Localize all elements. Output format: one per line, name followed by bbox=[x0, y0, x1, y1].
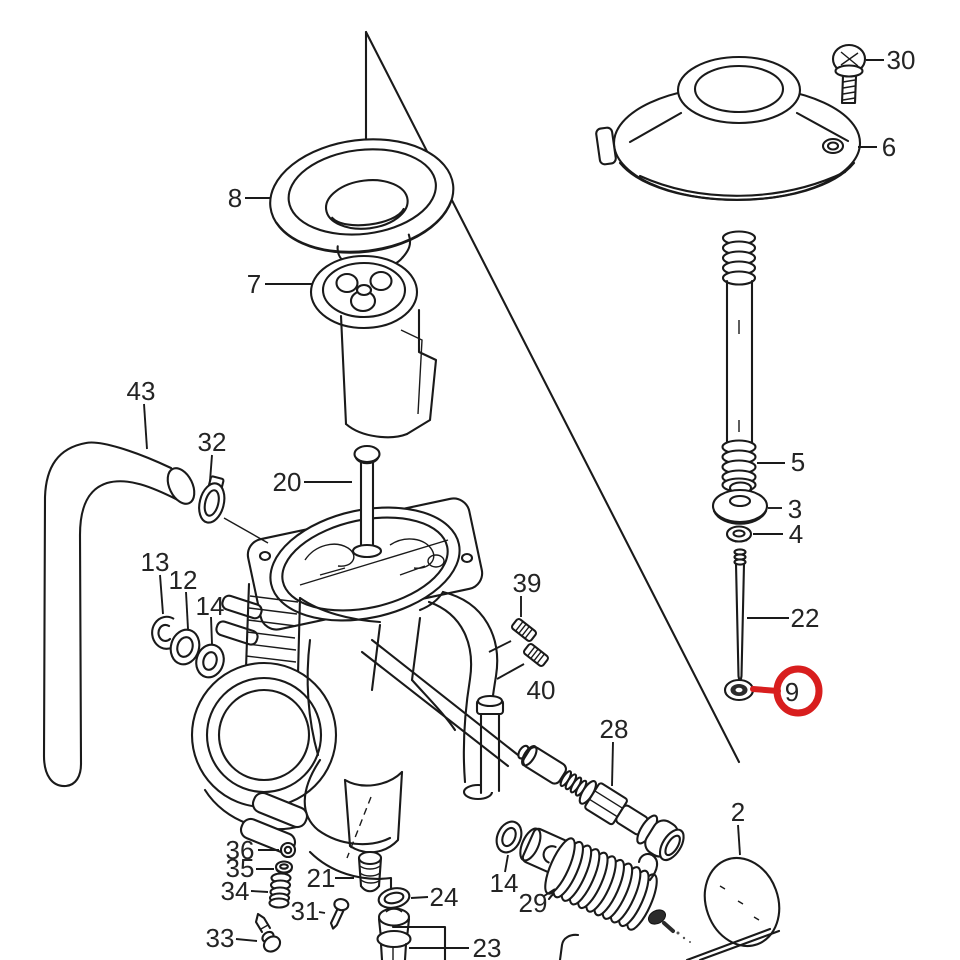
bottom-cutoff-shapes bbox=[558, 909, 781, 960]
screw-33-drawing bbox=[254, 912, 282, 953]
part-label-12: 12 bbox=[169, 565, 198, 595]
part-label-28: 28 bbox=[600, 714, 629, 744]
part-number-labels: 3065342298743322013121439402823635343321… bbox=[127, 45, 916, 960]
part-label-30: 30 bbox=[887, 45, 916, 75]
leader-line-12 bbox=[185, 591, 189, 630]
leader-line-24 bbox=[410, 896, 429, 899]
part-label-4: 4 bbox=[789, 519, 803, 549]
slide-piston-drawing bbox=[309, 254, 438, 439]
eclip-13-drawing bbox=[151, 615, 177, 650]
nut-36-drawing bbox=[279, 841, 297, 859]
long-screw-drawing bbox=[351, 444, 383, 559]
part-label-9: 9 bbox=[785, 677, 799, 707]
starter-plunger-drawing bbox=[517, 744, 685, 862]
part-label-40: 40 bbox=[527, 675, 556, 705]
highlight-annotation bbox=[750, 665, 823, 717]
leader-line-13 bbox=[159, 574, 164, 615]
part-label-6: 6 bbox=[882, 132, 896, 162]
body-screw-39-drawing bbox=[511, 618, 537, 642]
part-label-21: 21 bbox=[307, 863, 336, 893]
part-label-22: 22 bbox=[791, 603, 820, 633]
leader-line-2 bbox=[737, 824, 741, 856]
vent-hose-drawing bbox=[42, 441, 196, 788]
clamp-drawing bbox=[198, 475, 269, 544]
spring-seat-drawing bbox=[711, 481, 769, 525]
part-label-35: 35 bbox=[226, 853, 255, 883]
part-label-3: 3 bbox=[788, 494, 802, 524]
part-label-23: 23 bbox=[473, 933, 502, 960]
top-cap-drawing bbox=[595, 55, 862, 202]
needle-washer-drawing bbox=[723, 678, 755, 702]
part-label-31: 31 bbox=[291, 896, 320, 926]
leader-line-43 bbox=[143, 403, 148, 450]
part-label-36: 36 bbox=[226, 835, 255, 865]
leader-line-32 bbox=[209, 454, 213, 482]
leader-line-29 bbox=[543, 888, 556, 897]
diaphragm-drawing bbox=[269, 138, 455, 271]
leader-line-33 bbox=[235, 938, 258, 942]
leader-line-14 bbox=[210, 616, 213, 645]
leader-line-34 bbox=[250, 890, 269, 893]
oring-14-left-drawing bbox=[195, 643, 225, 679]
part-label-13: 13 bbox=[141, 547, 170, 577]
pilot-jet-21-drawing bbox=[357, 850, 383, 893]
needle-e-ring-drawing bbox=[725, 525, 753, 543]
part-label-33: 33 bbox=[206, 923, 235, 953]
part-label-43: 43 bbox=[127, 376, 156, 406]
part-label-14: 14 bbox=[490, 868, 519, 898]
part-label-32: 32 bbox=[198, 427, 227, 457]
part-label-8: 8 bbox=[228, 183, 242, 213]
cap-screw-drawing bbox=[831, 43, 867, 105]
carburetor-body-drawing bbox=[190, 444, 520, 960]
leader-line-31 bbox=[318, 911, 326, 914]
slide-spring-drawing bbox=[721, 230, 757, 493]
part-label-29: 29 bbox=[519, 888, 548, 918]
washer-12-drawing bbox=[169, 628, 201, 666]
spring-34-drawing bbox=[268, 872, 292, 909]
body-screw-40-drawing bbox=[523, 643, 549, 667]
screw-31-drawing bbox=[329, 898, 350, 930]
part-label-34: 34 bbox=[221, 876, 250, 906]
coil-spring-29-drawing bbox=[544, 837, 659, 931]
jet-needle-drawing bbox=[733, 548, 747, 686]
leader-line-28 bbox=[611, 741, 614, 787]
highlight-circle-9 bbox=[773, 665, 823, 717]
part-label-2: 2 bbox=[731, 797, 745, 827]
drain-plug-23-drawing bbox=[376, 907, 412, 960]
washer-35-drawing bbox=[274, 860, 294, 875]
part-label-7: 7 bbox=[247, 269, 261, 299]
part-label-14: 14 bbox=[196, 591, 225, 621]
part-label-5: 5 bbox=[791, 447, 805, 477]
part-label-39: 39 bbox=[513, 568, 542, 598]
leader-line-39 bbox=[488, 640, 512, 653]
oring-14-right-drawing bbox=[495, 820, 523, 854]
plate-2-drawing bbox=[703, 856, 781, 948]
part-label-24: 24 bbox=[430, 882, 459, 912]
leader-line-40 bbox=[496, 663, 525, 680]
part-label-20: 20 bbox=[273, 467, 302, 497]
leader-line-14 bbox=[504, 854, 509, 873]
oring-24-drawing bbox=[377, 887, 411, 909]
